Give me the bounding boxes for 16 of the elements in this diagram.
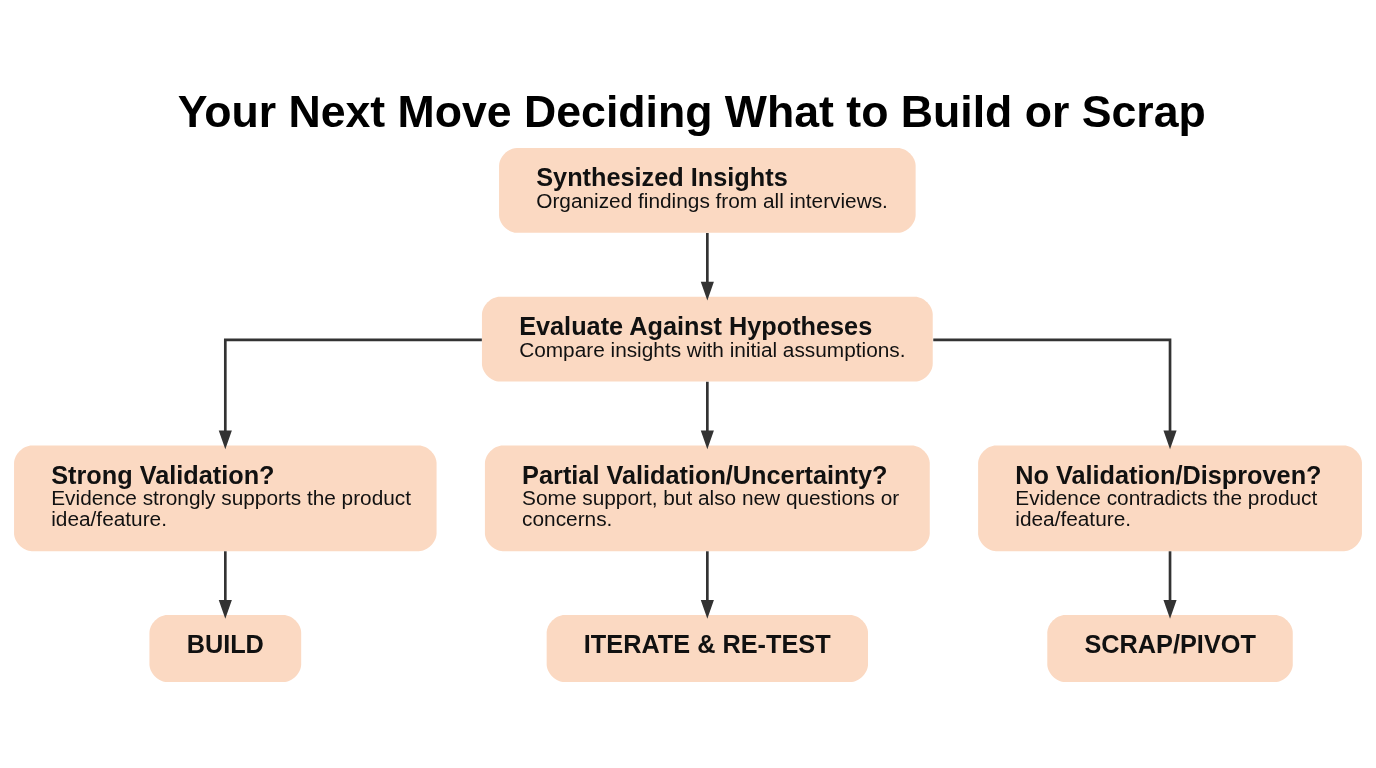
node-box: Partial Validation/Uncertainty? Some support, but also new questions or concerns. xyxy=(484,445,930,551)
arrow xyxy=(218,338,482,449)
diagram-title: Your Next Move Deciding What to Build or Scrap xyxy=(177,86,1206,136)
arrow xyxy=(700,550,714,619)
node-box: ITERATE & RE-TEST xyxy=(546,614,868,682)
node-box: SCRAP/PIVOT xyxy=(1047,614,1293,682)
node-box: Evaluate Against Hypotheses Compare insights with initial assumptions. xyxy=(481,296,933,381)
arrow xyxy=(218,550,232,619)
arrow xyxy=(700,232,714,301)
node-box: BUILD xyxy=(149,614,302,682)
arrow xyxy=(933,338,1177,449)
arrow xyxy=(700,381,714,449)
arrow xyxy=(1163,550,1177,619)
node-box: No Validation/Disproven? Evidence contradicts the product idea/feature. xyxy=(978,445,1362,551)
node-box: Strong Validation? Evidence strongly supports the product idea/feature. xyxy=(14,445,437,551)
node-box: Synthesized Insights Organized findings from all interviews. xyxy=(499,147,916,233)
